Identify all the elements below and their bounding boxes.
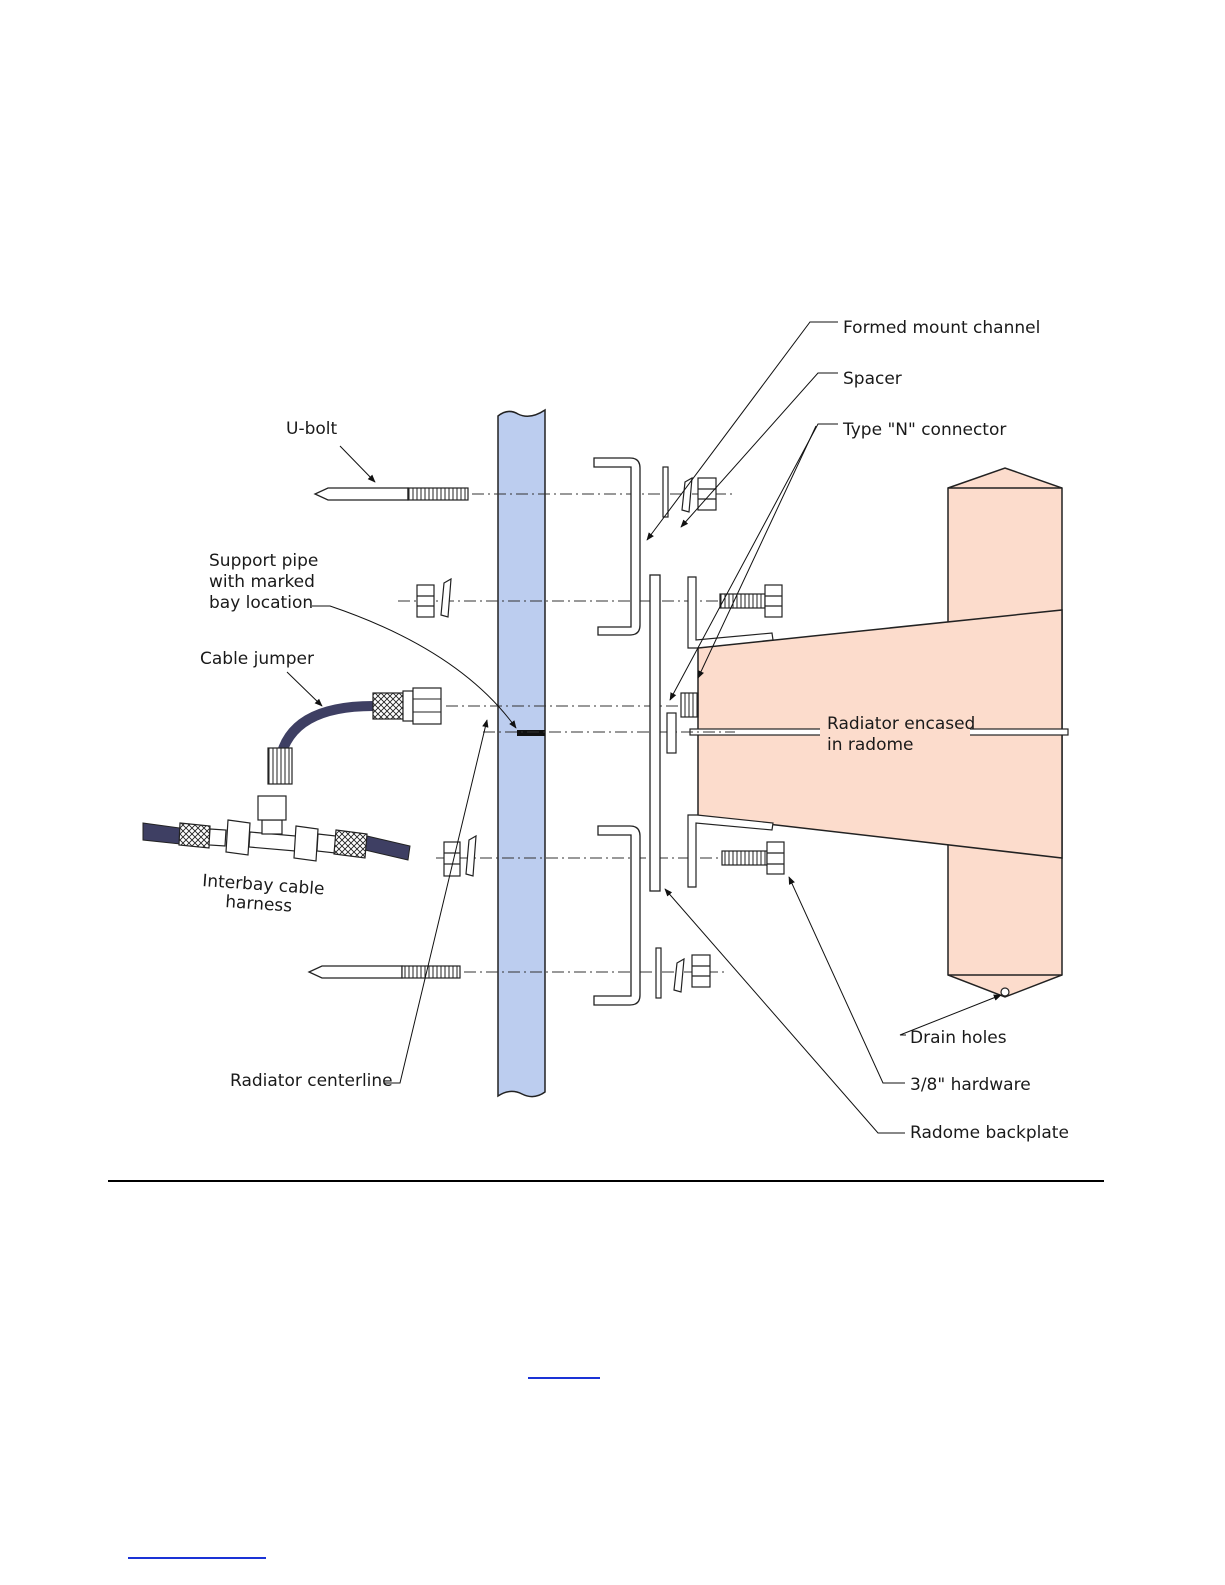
type-n-connector: [681, 693, 698, 717]
horizontal-rule: [108, 1180, 1104, 1182]
label-u-bolt: U-bolt: [286, 419, 337, 439]
formed-mount-channel-top: [594, 458, 640, 635]
label-interbay-line2: harness: [225, 892, 293, 917]
cable-jumper: [268, 688, 441, 784]
link-underline[interactable]: [528, 1377, 600, 1379]
label-support-pipe-line1: Support pipe: [209, 551, 318, 571]
label-formed-mount-channel: Formed mount channel: [843, 318, 1040, 338]
drain-hole: [1001, 988, 1009, 996]
label-spacer: Spacer: [843, 369, 902, 389]
label-hardware: 3/8" hardware: [910, 1075, 1031, 1095]
label-radiator-centerline: Radiator centerline: [230, 1071, 393, 1091]
support-pipe: [498, 410, 545, 1097]
footnote-link-underline[interactable]: [128, 1557, 266, 1559]
label-cable-jumper: Cable jumper: [200, 649, 314, 669]
u-bolt-bottom: [309, 966, 460, 978]
hardware-bolt-lower: [722, 842, 784, 874]
interbay-cable-harness: [143, 796, 410, 861]
formed-mount-channel-bottom: [594, 826, 640, 1005]
label-support-pipe-line3: bay location: [209, 593, 313, 613]
radome-backplate: [650, 575, 660, 891]
u-bolt-top: [315, 488, 468, 500]
hardware-top: [663, 467, 716, 517]
label-support-pipe-line2: with marked: [209, 572, 315, 592]
bay-location-mark: [517, 730, 545, 736]
label-drain-holes: Drain holes: [910, 1028, 1007, 1048]
hardware-bottom: [656, 948, 710, 998]
label-radiator-line1: Radiator encased: [827, 714, 975, 734]
spacer: [667, 713, 676, 753]
hardware-left-lower: [444, 836, 476, 876]
label-radome-backplate: Radome backplate: [910, 1123, 1069, 1143]
label-radiator-line2: in radome: [827, 735, 914, 755]
centerlines: [398, 494, 735, 972]
hardware-left-upper: [417, 579, 451, 617]
label-type-n-connector: Type "N" connector: [842, 420, 1006, 440]
